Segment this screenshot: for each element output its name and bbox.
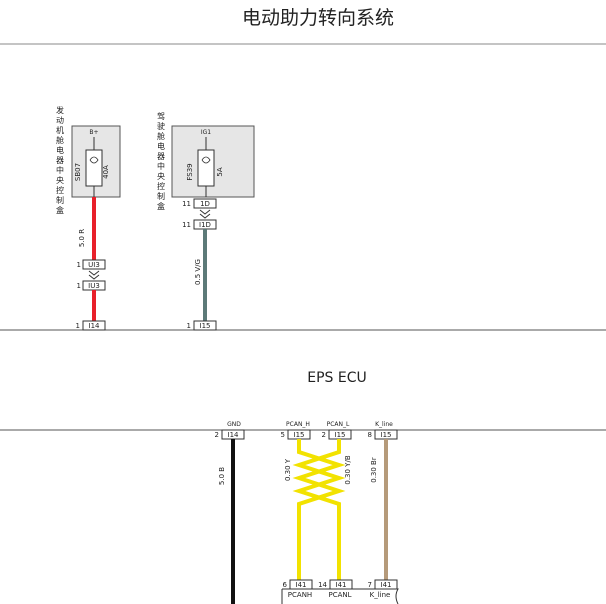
supply-b-plus: B+	[89, 129, 98, 136]
bottom-pin-pcanh-num: 6	[283, 581, 288, 589]
conn-1d-pin: 11	[182, 200, 191, 208]
bottom-pin-pcanl-num: 14	[318, 581, 327, 589]
ecu-pin-pcan-l-name: I15	[335, 431, 346, 439]
fuse-sb07-id: SB07	[74, 163, 82, 181]
wire-pcanl-label: 0.30 Y/B	[344, 455, 352, 484]
connector-chevron-icon	[88, 270, 100, 280]
bottom-pin-k-line-name: I41	[381, 581, 392, 589]
bottom-pin-pcanl-name: I41	[336, 581, 347, 589]
wire-pcanh-label: 0.30 Y	[284, 458, 292, 481]
ecu-pin-k-line-num: 8	[368, 431, 372, 439]
wire-yellow-pcanl	[292, 439, 346, 583]
ecu-pin-gnd-name: I14	[228, 431, 240, 439]
lower-module-border	[281, 588, 399, 604]
ecu-pin-k-line-name: I15	[381, 431, 392, 439]
connector-chevron-icon	[199, 209, 211, 219]
fuse-sb07-rating: 40A	[102, 165, 110, 179]
ecu-in-i14-name: I14	[89, 322, 101, 330]
ecu-pin-gnd-num: 2	[215, 431, 219, 439]
fuse-box-cabin: 驾驶舱电器中央控制盒 IG1 FS39 5A 11 1D 11 I1D	[157, 111, 255, 230]
bottom-pin-k-line-num: 7	[368, 581, 372, 589]
ecu-in-i15-name: I15	[200, 322, 211, 330]
conn-iu3-name: IU3	[88, 282, 100, 290]
page-title: 电动助力转向系统	[242, 7, 394, 29]
conn-iu3-pin: 1	[77, 282, 81, 290]
fuse-box-engine: 发动机舱电器中央控制盒 B+ SB07 40A	[56, 105, 121, 216]
ecu-pin-gnd-signal: GND	[227, 421, 241, 428]
conn-1d-box	[193, 198, 217, 209]
fuse-fs39-symbol	[197, 149, 215, 187]
bottom-pin-pcanh-name: I41	[296, 581, 307, 589]
wire-yellow-pcanh	[292, 439, 346, 583]
ecu-in-i15-pin: 1	[187, 322, 191, 330]
ecu-pin-pcan-h-signal: PCAN_H	[286, 421, 310, 428]
bottom-pin-pcanh-signal: PCANH	[288, 591, 312, 599]
ecu-in-i15-box	[193, 320, 217, 331]
conn-1d-name: 1D	[200, 200, 210, 208]
conn-ui3-pin: 1	[77, 261, 81, 269]
wire-brown-label: 0.30 Br	[370, 457, 378, 483]
supply-ig1: IG1	[201, 129, 211, 136]
bottom-pin-pcanl-signal: PCANL	[328, 591, 351, 599]
fuse-box-engine-label: 发动机舱电器中央控制盒	[56, 105, 65, 216]
ecu-in-i14-box	[82, 320, 106, 331]
conn-ui3-box	[82, 259, 106, 270]
conn-ui3-name: UI3	[88, 261, 100, 269]
ecu-pin-k-line-signal: K_line	[375, 421, 393, 428]
ecu-in-i14-pin: 1	[76, 322, 80, 330]
ecu-pin-pcan-h-num: 5	[281, 431, 285, 439]
fuse-sb07-symbol	[85, 149, 103, 187]
wire-red-label: 5.0 R	[78, 229, 86, 247]
conn-i1d-name: I1D	[199, 221, 211, 229]
wire-teal-label: 0.5 V/G	[194, 259, 202, 285]
conn-i1d-pin: 11	[182, 221, 191, 229]
ecu-label: EPS ECU	[307, 370, 367, 386]
bottom-pin-k-line-signal: K_line	[370, 591, 391, 599]
fuse-fs39-id: FS39	[186, 163, 194, 180]
ecu-pin-pcan-l-num: 2	[322, 431, 326, 439]
fuse-box-cabin-label: 驾驶舱电器中央控制盒	[157, 111, 166, 212]
ecu-pin-pcan-h-name: I15	[294, 431, 305, 439]
fuse-fs39-rating: 5A	[216, 167, 224, 176]
wire-black-label: 5.0 B	[218, 467, 226, 485]
ecu-pin-pcan-l-signal: PCAN_L	[327, 421, 350, 428]
